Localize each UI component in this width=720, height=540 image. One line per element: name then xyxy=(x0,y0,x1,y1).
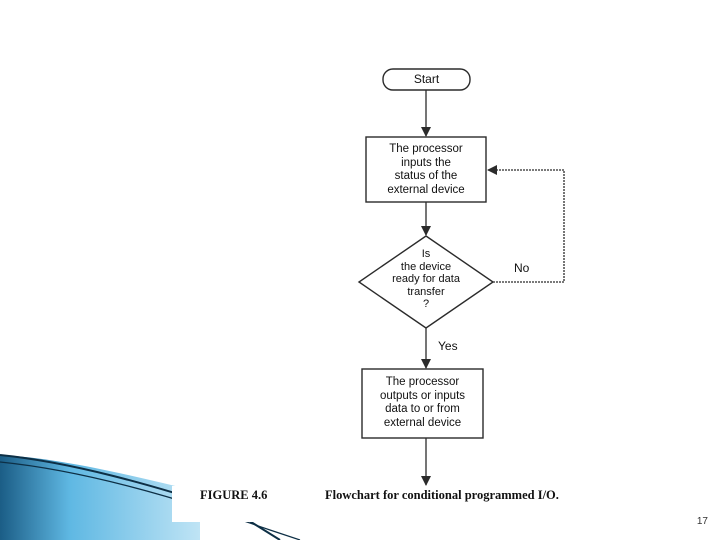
start-label: Start xyxy=(413,72,440,86)
connector-no-loop xyxy=(487,165,565,283)
no-label: No xyxy=(514,261,530,275)
figure-caption: FIGURE 4.6 Flowchart for conditional pro… xyxy=(200,488,640,504)
decorative-swoosh xyxy=(0,455,200,540)
page-number: 17 xyxy=(696,516,708,527)
yes-label: Yes xyxy=(438,339,458,353)
process-transfer-box xyxy=(361,368,484,439)
decision-label: Is the device ready for data transfer ? xyxy=(392,248,460,310)
process-transfer-label: The processor outputs or inputs data to … xyxy=(379,376,466,429)
figure-number: FIGURE 4.6 xyxy=(200,488,268,502)
figure-panel xyxy=(172,486,647,522)
process-input-status-box xyxy=(365,136,487,203)
process-input-status-label: The processor inputs the status of the e… xyxy=(387,143,465,196)
figure-title: Flowchart for conditional programmed I/O… xyxy=(325,488,559,502)
